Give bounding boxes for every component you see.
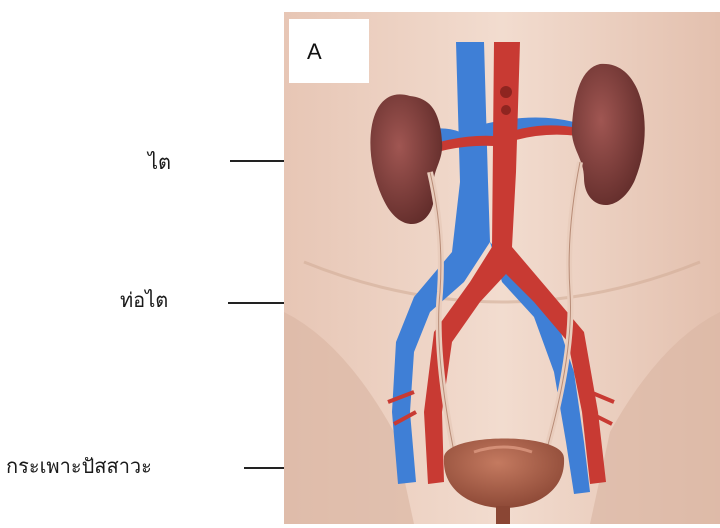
- urinary-system-drawing: [284, 12, 720, 524]
- aorta-branch-2: [501, 105, 511, 115]
- urethra: [496, 506, 510, 524]
- label-bladder: กระเพาะปัสสาวะ: [6, 456, 152, 476]
- label-ureter: ท่อไต: [120, 290, 168, 310]
- aorta-branch-1: [500, 86, 512, 98]
- label-kidney: ไต: [148, 152, 171, 172]
- panel-letter: A: [307, 39, 322, 65]
- anatomy-illustration: [284, 12, 720, 524]
- panel-letter-badge: A: [289, 19, 369, 83]
